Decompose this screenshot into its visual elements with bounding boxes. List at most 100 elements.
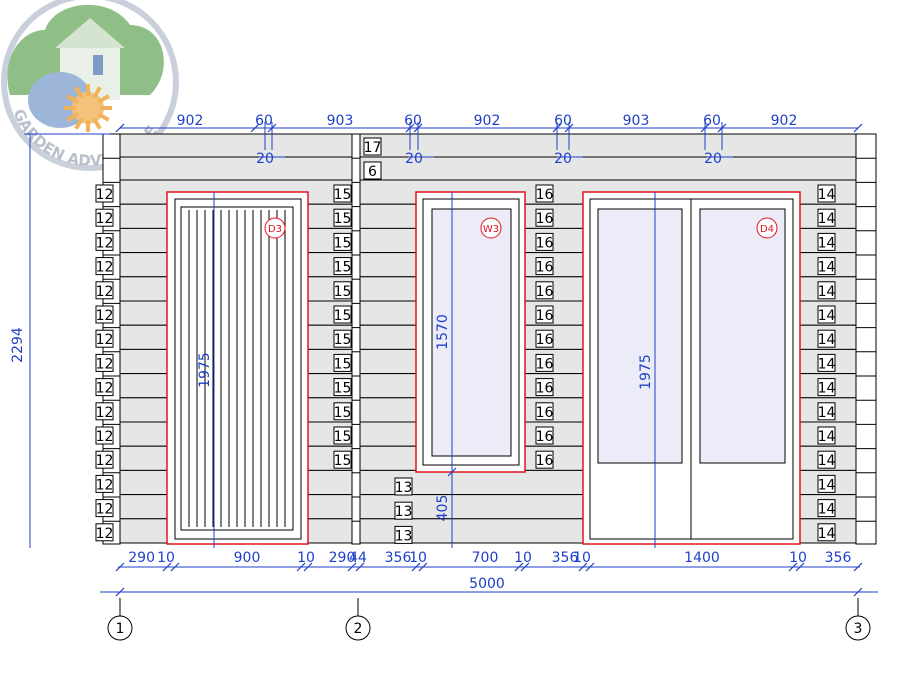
log-label-mid-left-box bbox=[333, 281, 352, 300]
log-label-mid-right-box bbox=[535, 232, 554, 251]
log-label-right-box bbox=[817, 208, 836, 227]
log-label-right: 14 bbox=[818, 405, 836, 421]
bottom-dimension-value: 10 bbox=[157, 550, 175, 566]
dim-tick bbox=[788, 562, 798, 572]
dim-tick bbox=[795, 562, 805, 572]
log-label-mid-right: 16 bbox=[536, 356, 554, 372]
log-label-left-box bbox=[95, 450, 114, 469]
log-label-mid-left-box bbox=[333, 208, 352, 227]
dim-tick bbox=[411, 562, 421, 572]
dim-tick bbox=[115, 123, 125, 133]
log-label-left-box bbox=[95, 281, 114, 300]
grid-axis-bubble bbox=[107, 615, 133, 641]
log-label-right: 14 bbox=[818, 477, 836, 493]
log-label-left-box bbox=[95, 499, 114, 518]
dim-tick bbox=[303, 562, 313, 572]
top-dimension-value: 60 bbox=[404, 113, 422, 129]
log-label-mid-left-box bbox=[333, 450, 352, 469]
log-label-left-box bbox=[95, 208, 114, 227]
log-label-mid-right: 16 bbox=[536, 405, 554, 421]
log-label-right: 14 bbox=[818, 187, 836, 203]
dim-tick bbox=[853, 562, 863, 572]
dim-tick bbox=[355, 562, 365, 572]
log-label-right: 14 bbox=[818, 502, 836, 518]
log-label-right: 14 bbox=[818, 260, 836, 276]
dim-tick bbox=[585, 562, 595, 572]
log-label-mid-right-box bbox=[535, 378, 554, 397]
dim-tick bbox=[514, 562, 524, 572]
log-label-left: 12 bbox=[96, 332, 114, 348]
top-box-17: 17 bbox=[364, 140, 382, 156]
sun-ray bbox=[66, 94, 79, 104]
top-dimension-value: 60 bbox=[703, 113, 721, 129]
log-label-mid-left-box bbox=[333, 378, 352, 397]
log-label-right-box bbox=[817, 499, 836, 518]
log-label-mid-right: 16 bbox=[536, 235, 554, 251]
door-d4-glass-left bbox=[597, 208, 683, 464]
w3-height-value: 1570 bbox=[435, 314, 451, 350]
log-label-right-box bbox=[817, 523, 836, 542]
log-label-mid-right: 16 bbox=[536, 284, 554, 300]
logo-ring bbox=[1, 0, 179, 171]
logo-window bbox=[93, 55, 103, 75]
log-label-mid-left: 15 bbox=[334, 284, 352, 300]
log-label-left: 12 bbox=[96, 502, 114, 518]
log-label-left: 12 bbox=[96, 260, 114, 276]
log-label-mid-right: 16 bbox=[536, 260, 554, 276]
bottom-dimension-value: 356 bbox=[552, 550, 579, 566]
log-label-right: 14 bbox=[818, 211, 836, 227]
log-label-right-box bbox=[817, 450, 836, 469]
sun-ray bbox=[92, 117, 102, 130]
total-width-value: 5000 bbox=[469, 576, 505, 592]
sun-ray bbox=[97, 94, 110, 104]
dim-tick bbox=[520, 562, 530, 572]
dim-tick bbox=[578, 562, 588, 572]
log-label-left-box bbox=[95, 402, 114, 421]
log-label-mid-right: 16 bbox=[536, 429, 554, 445]
log-label-left: 12 bbox=[96, 477, 114, 493]
log-label-mid-right-box bbox=[535, 426, 554, 445]
w3-sill-value: 405 bbox=[435, 495, 451, 522]
opening-tag-circle bbox=[480, 217, 502, 239]
top-dimension-value: 902 bbox=[177, 113, 204, 129]
dim-tick bbox=[347, 562, 357, 572]
log-label-mid-left: 15 bbox=[334, 211, 352, 227]
log-label-mid-right: 16 bbox=[536, 381, 554, 397]
grid-axis-label: 1 bbox=[116, 621, 125, 637]
bottom-dimension-value: 900 bbox=[234, 550, 261, 566]
top-small-value: 20 bbox=[704, 151, 722, 167]
window-w3-glass bbox=[431, 208, 512, 457]
d4-height-value: 1975 bbox=[638, 354, 654, 390]
log-label-mid-right: 16 bbox=[536, 211, 554, 227]
log-label-right-box bbox=[817, 305, 836, 324]
log-label-left-box bbox=[95, 378, 114, 397]
dim-tick bbox=[296, 562, 306, 572]
log-label-right-box bbox=[817, 281, 836, 300]
log-label-right-box bbox=[817, 353, 836, 372]
log-label-right-box bbox=[817, 474, 836, 493]
log-label-mid-right-box bbox=[535, 305, 554, 324]
bottom-dimension-value: 356 bbox=[385, 550, 412, 566]
dim-tick bbox=[170, 562, 180, 572]
dim-tick bbox=[115, 587, 125, 597]
log-label-mid-right: 16 bbox=[536, 187, 554, 203]
log-label-right-box bbox=[817, 402, 836, 421]
log-label-mid-right-box bbox=[535, 402, 554, 421]
log-label-mid-right-box bbox=[535, 184, 554, 203]
bottom-dimension-value: 356 bbox=[825, 550, 852, 566]
bottom-dimension-value: 10 bbox=[573, 550, 591, 566]
log-label-mid-left-box bbox=[333, 257, 352, 276]
logo-sun-icon bbox=[72, 92, 104, 124]
log-label-left-box bbox=[95, 353, 114, 372]
log-label-mid-left-box bbox=[333, 305, 352, 324]
log-label-lower-mid-box bbox=[394, 501, 413, 520]
logo-roof bbox=[55, 18, 125, 48]
grid-axis-label: 2 bbox=[354, 621, 363, 637]
log-label-mid-left: 15 bbox=[334, 332, 352, 348]
log-label-right: 14 bbox=[818, 429, 836, 445]
log-label-left-box bbox=[95, 523, 114, 542]
log-label-mid-right-box bbox=[535, 329, 554, 348]
log-label-left-box bbox=[95, 329, 114, 348]
log-label-mid-right: 16 bbox=[536, 332, 554, 348]
